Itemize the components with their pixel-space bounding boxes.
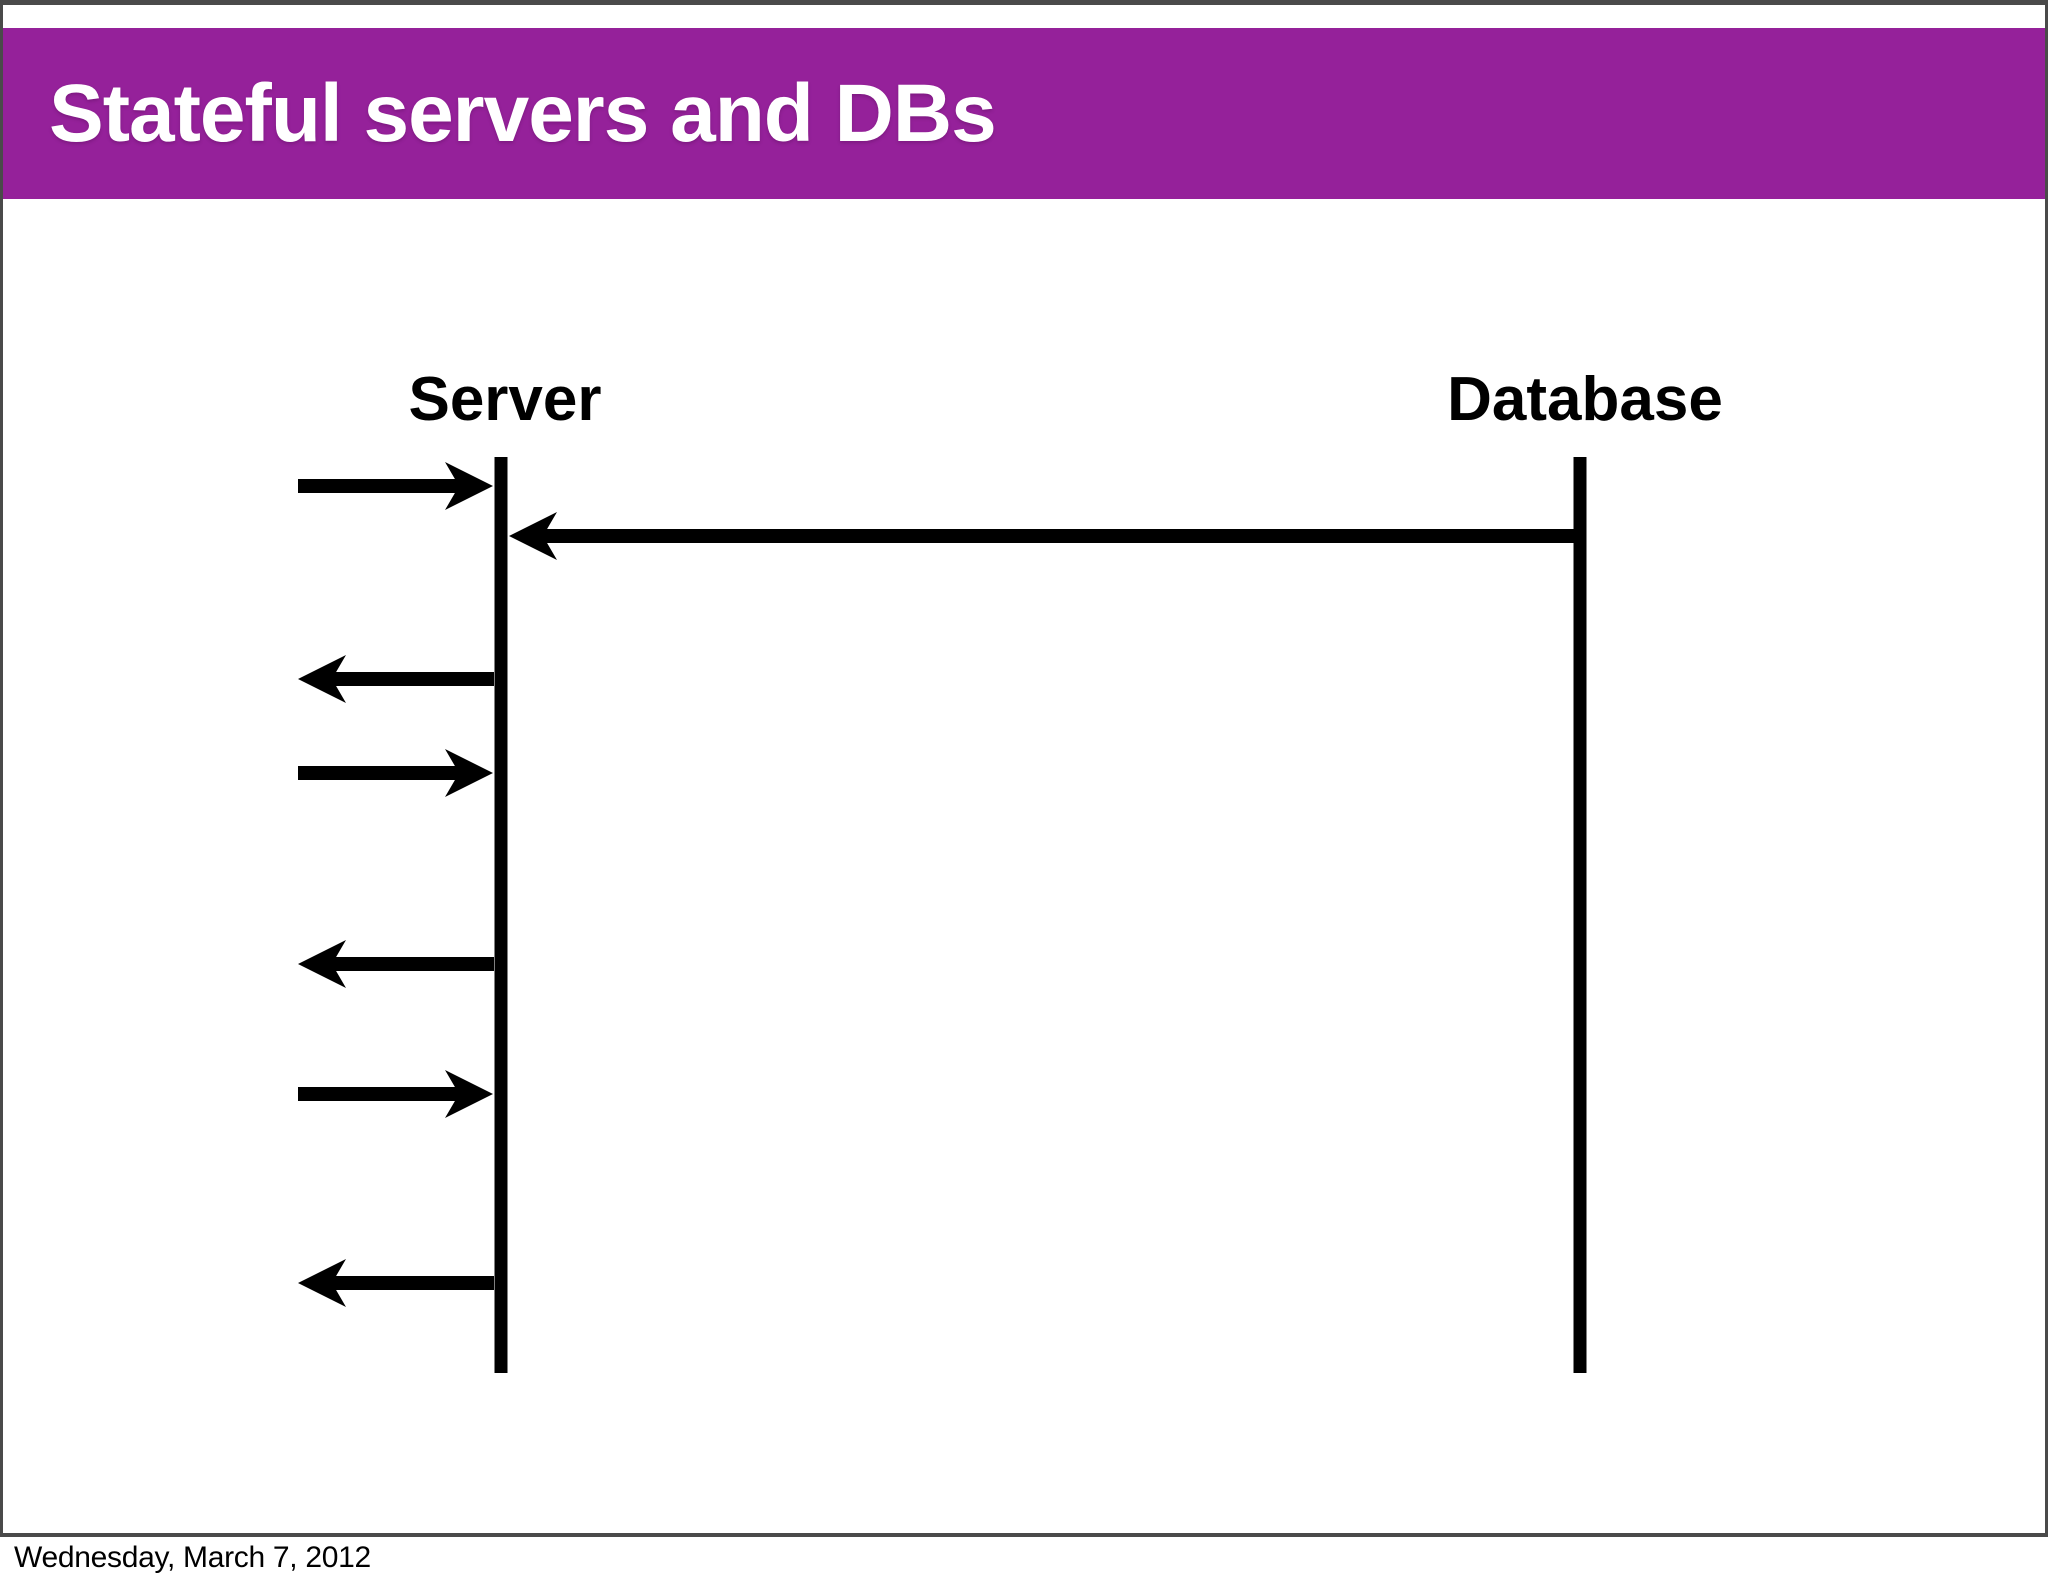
- footer-date: Wednesday, March 7, 2012: [14, 1541, 371, 1574]
- message-arrow-left: [298, 940, 494, 988]
- lifelines-layer: Server Database: [408, 365, 1723, 1373]
- arrow-head: [445, 462, 493, 510]
- lifeline-bar: [494, 457, 508, 1373]
- arrow-head: [445, 1070, 493, 1118]
- lifeline-bar: [1573, 457, 1587, 1373]
- lifeline-server: Server: [408, 365, 602, 1373]
- slide-frame-right-border: [2045, 0, 2048, 1537]
- message-arrow-right: [298, 1070, 493, 1118]
- arrow-head: [298, 1259, 346, 1307]
- message-arrow-left: [298, 655, 494, 703]
- message-arrow-left: [298, 1259, 494, 1307]
- message-arrow-right: [298, 462, 493, 510]
- lifeline-label: Database: [1447, 365, 1723, 434]
- slide-frame-top-border: [0, 0, 2048, 5]
- arrow-head: [509, 512, 557, 560]
- message-arrow-right: [298, 749, 493, 797]
- arrow-head: [298, 655, 346, 703]
- arrows-layer: [298, 462, 1580, 1307]
- slide-frame-left-border: [0, 0, 3, 1537]
- lifeline-database: Database: [1447, 365, 1723, 1373]
- arrow-head: [445, 749, 493, 797]
- title-bar: Stateful servers and DBs: [3, 28, 2045, 199]
- arrow-head: [298, 940, 346, 988]
- slide-frame-bottom-border: [0, 1533, 2048, 1537]
- slide-title: Stateful servers and DBs: [49, 67, 997, 159]
- lifeline-label: Server: [408, 365, 601, 434]
- message-arrow-left: [509, 512, 1580, 560]
